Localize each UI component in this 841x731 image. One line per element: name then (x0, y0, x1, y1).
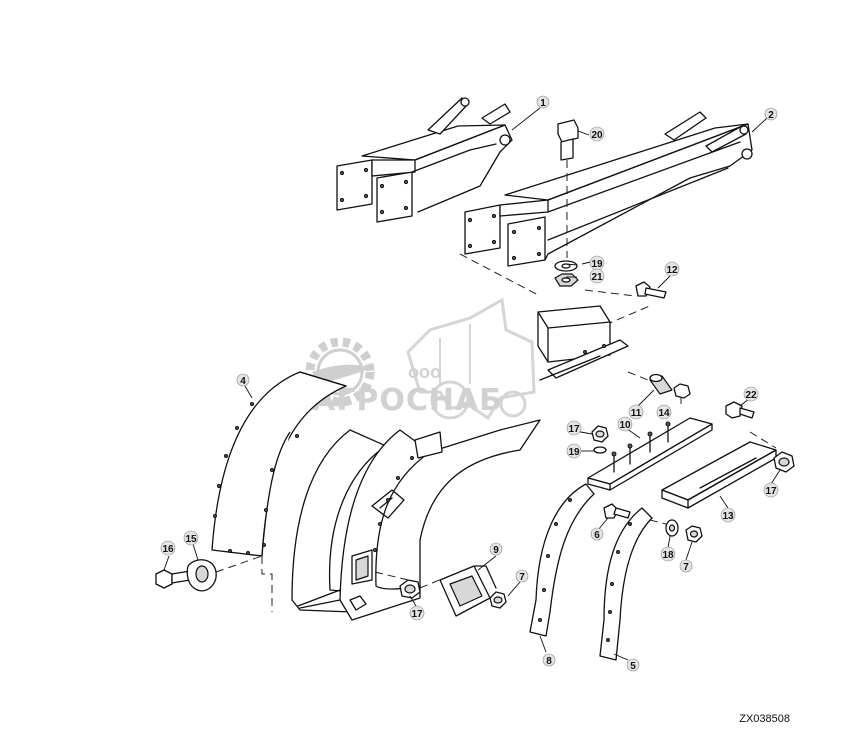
callout-9: 9 (489, 542, 503, 556)
watermark-company-prefix: ООО (408, 367, 441, 382)
callout-19: 19 (589, 255, 605, 271)
callout-7-lower: 7 (515, 569, 529, 583)
callout-20: 20 (589, 126, 605, 142)
callout-label: 6 (594, 530, 600, 541)
callout-label: 4 (240, 376, 246, 387)
harvester-logo-icon (406, 297, 536, 421)
callout-label: 8 (546, 656, 552, 667)
part-19-washer-lower (593, 446, 607, 454)
callout-label: 13 (722, 511, 734, 522)
part-20-bolt (557, 119, 579, 258)
part-14-nut (673, 383, 691, 399)
part-9-gasket (439, 565, 497, 617)
part-7-nut-lower (489, 591, 507, 609)
callout-label: 19 (568, 447, 580, 458)
callout-8: 8 (542, 653, 556, 667)
part-11-spacer (627, 371, 673, 395)
gear-logo-icon (305, 337, 375, 407)
callout-label: 15 (185, 534, 197, 545)
callout-19-lower: 19 (566, 443, 582, 459)
callout-label: 17 (568, 424, 580, 435)
callout-11: 11 (628, 404, 644, 420)
part-17-nut-lower (399, 579, 421, 599)
part-6-bolt (603, 503, 631, 519)
part-1-bracket (336, 97, 513, 223)
part-7-nut-right (685, 525, 703, 543)
part-19-washer (554, 260, 578, 272)
callout-label: 16 (162, 544, 174, 555)
callout-15: 15 (183, 530, 199, 546)
callout-label: 22 (745, 390, 757, 401)
part-2-frame-beam (464, 111, 753, 267)
part-12-bolt (635, 281, 667, 299)
drawing-code: ZX038508 (739, 713, 790, 725)
callout-17-lower: 17 (409, 605, 425, 621)
callout-label: 11 (631, 408, 642, 419)
callout-label: 12 (666, 265, 678, 276)
part-15-clip (186, 555, 263, 592)
part-18-washer (665, 519, 679, 537)
callout-label: 9 (493, 545, 499, 556)
callout-17: 17 (566, 420, 582, 436)
callout-1: 1 (536, 95, 550, 109)
callout-21: 21 (589, 268, 605, 284)
callout-2: 2 (764, 107, 778, 121)
part-17-nut-right (773, 451, 795, 473)
part-17-nut-upper (591, 425, 609, 443)
callout-label: 21 (591, 272, 603, 283)
callout-22: 22 (743, 386, 759, 402)
callout-label: 18 (662, 550, 674, 561)
callout-6: 6 (590, 527, 604, 541)
part-13-side-plate (661, 431, 777, 509)
callout-14: 14 (656, 404, 672, 420)
callout-label: 1 (540, 98, 546, 109)
callout-label: 20 (591, 130, 603, 141)
watermark-company-name: АГРОСНАБ (312, 383, 503, 418)
part-5-mudguard-strip (599, 507, 653, 661)
callout-label: 17 (765, 486, 777, 497)
callout-7-right: 7 (679, 559, 693, 573)
part-21-nut (554, 273, 579, 287)
part-16-bolt (155, 569, 191, 589)
watermark: ООО АГРОСНАБ (305, 297, 536, 421)
fender-mount-bracket (537, 305, 629, 381)
callout-18: 18 (660, 546, 676, 562)
part-10-mounting-plate (587, 417, 713, 491)
fender-housing (297, 419, 541, 621)
callout-10: 10 (617, 416, 633, 432)
callout-label: 14 (658, 408, 670, 419)
callout-label: 17 (411, 609, 423, 620)
part-8-mudguard-strip (529, 483, 595, 637)
callout-4: 4 (236, 373, 250, 387)
callout-label: 2 (768, 110, 774, 121)
callout-5: 5 (626, 658, 640, 672)
callout-label: 5 (630, 661, 636, 672)
callout-13: 13 (720, 507, 736, 523)
callout-label: 10 (619, 420, 631, 431)
callout-17-right: 17 (763, 482, 779, 498)
callout-label: 7 (683, 562, 689, 573)
callout-16: 16 (160, 540, 176, 556)
callout-12: 12 (664, 261, 680, 277)
callout-label: 19 (591, 259, 603, 270)
callout-label: 7 (519, 572, 525, 583)
part-22-bolt (725, 401, 755, 419)
